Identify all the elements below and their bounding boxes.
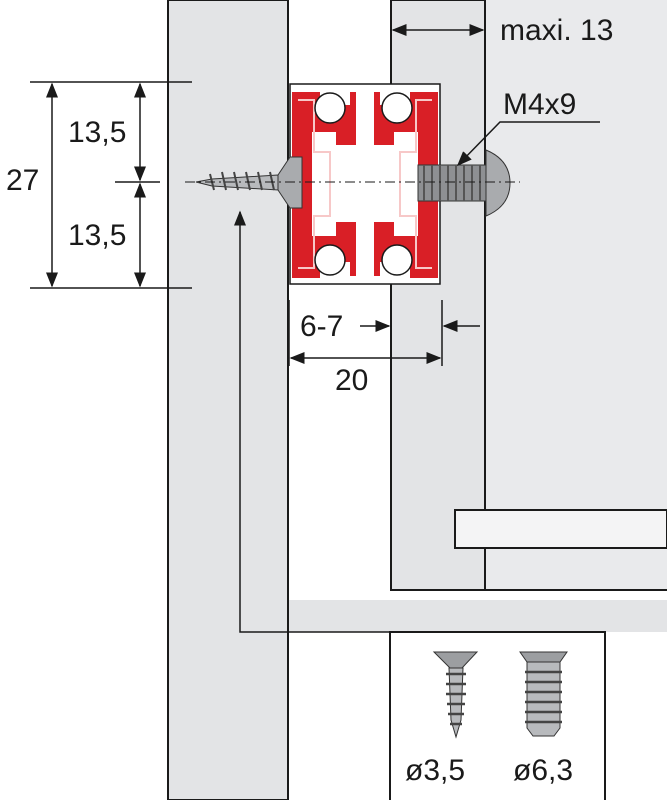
dimension-setback: 6-7	[300, 310, 343, 343]
dimension-total-height: 27	[6, 164, 39, 197]
euro-screw-diameter: ø6,3	[513, 754, 573, 787]
screw-legend-box: ø3,5 ø6,3	[389, 631, 606, 800]
wood-screw-legend-icon	[432, 651, 479, 739]
ball-bearing-slide	[289, 83, 441, 285]
dimension-lower-half: 13,5	[68, 219, 126, 252]
cabinet-side-panel	[167, 0, 289, 800]
machine-screw-icon	[417, 149, 511, 217]
dimension-slide-width: 20	[335, 364, 368, 397]
dimension-upper-half: 13,5	[68, 116, 126, 149]
wood-screw-diameter: ø3,5	[405, 754, 465, 787]
screw-spec-label: M4x9	[503, 88, 576, 121]
euro-screw-legend-icon	[519, 651, 568, 737]
drawer-interior	[485, 0, 667, 590]
cabinet-bottom-band	[289, 600, 667, 632]
height-dimensions	[30, 81, 192, 289]
drawer-bottom-board	[454, 509, 667, 549]
dimension-max-gap: maxi. 13	[500, 14, 613, 47]
